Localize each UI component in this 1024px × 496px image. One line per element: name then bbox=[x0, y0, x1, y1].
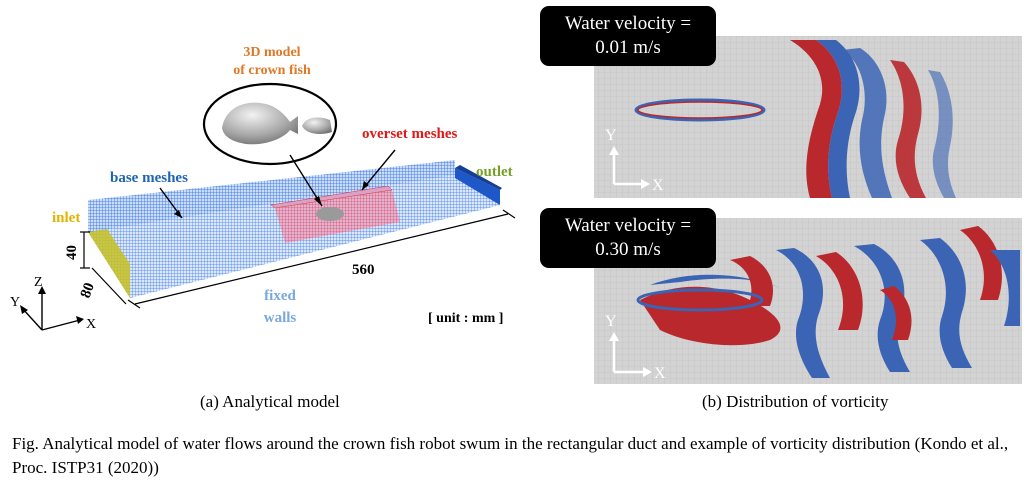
axis-y-arrow bbox=[20, 305, 28, 314]
velocity-label-1: Water velocity = 0.01 m/s bbox=[540, 6, 716, 66]
overset-pointer bbox=[361, 149, 396, 191]
caption-analytical-model: (a) Analytical model bbox=[200, 392, 340, 411]
fish-label-line1: 3D model bbox=[243, 45, 300, 60]
fish-in-duct bbox=[316, 207, 344, 221]
velocity-label-2: Water velocity = 0.30 m/s bbox=[540, 208, 716, 268]
panel-1-vortex-blue-2 bbox=[842, 48, 892, 198]
fish-model-tail bbox=[302, 117, 332, 134]
panel-2-vortex-red-2 bbox=[730, 256, 774, 306]
velocity-label-2-line2: 0.30 m/s bbox=[595, 239, 661, 260]
panel-1-axis-x-label: X bbox=[652, 177, 664, 194]
panel-2-vortex-red-5 bbox=[960, 226, 1002, 300]
panel-2-vortex-blue-1 bbox=[650, 274, 780, 288]
panel-2-axis-x-label: X bbox=[654, 365, 666, 382]
fixed-walls-label-line2: walls bbox=[264, 310, 297, 326]
panel-1-vortex-red-2 bbox=[890, 60, 926, 198]
panel-1-axis-y-label: Y bbox=[605, 127, 617, 144]
velocity-label-1-line1: Water velocity = bbox=[564, 13, 692, 34]
length-tick-left bbox=[127, 299, 141, 309]
width-dimension-line bbox=[91, 267, 127, 305]
panel-1-vortex-blue-3 bbox=[928, 70, 956, 198]
velocity-label-2-line1: Water velocity = bbox=[564, 215, 692, 236]
length-tick-right bbox=[502, 209, 516, 219]
panel-1-fish-outline bbox=[634, 98, 766, 122]
axis-x-arrow bbox=[76, 316, 84, 324]
caption-vorticity: (b) Distribution of vorticity bbox=[702, 392, 889, 411]
unit-label: [ unit : mm ] bbox=[428, 311, 503, 326]
panel-2-axis-x-arrow bbox=[643, 367, 652, 377]
panel-1-vortex-blue-1 bbox=[816, 40, 860, 198]
callout-arrowhead bbox=[314, 196, 322, 206]
base-meshes-label: base meshes bbox=[110, 170, 188, 186]
axis-x-line bbox=[41, 319, 81, 331]
overset-arrowhead bbox=[362, 181, 369, 190]
base-arrowhead bbox=[174, 210, 182, 218]
panel-2-axis-y-label: Y bbox=[605, 313, 617, 330]
panel-1-fish-inner bbox=[637, 101, 763, 119]
width-dimension-label: 80 bbox=[78, 281, 98, 301]
axis-x-label: X bbox=[86, 317, 96, 332]
panel-1-axis-y-arrow bbox=[609, 146, 619, 155]
panel-2-axis-y-arrow bbox=[609, 332, 619, 341]
fixed-walls-label-line1: fixed bbox=[264, 288, 296, 304]
panel-2-vortex-red-4 bbox=[880, 286, 912, 340]
outlet-label: outlet bbox=[476, 164, 513, 180]
panel-2-vortex-red-1 bbox=[640, 286, 781, 346]
velocity-label-1-line2: 0.01 m/s bbox=[595, 37, 661, 58]
outlet-face-top bbox=[455, 165, 502, 190]
axis-y-label: Y bbox=[10, 295, 20, 310]
overset-mesh-top bbox=[270, 185, 393, 209]
length-dimension-label: 560 bbox=[352, 262, 375, 278]
panel-1-vortex-red-1 bbox=[790, 40, 842, 198]
panel-2-vortex-blue-4 bbox=[920, 238, 972, 368]
axis-z-label: Z bbox=[34, 275, 43, 290]
panel-2-fish-outline bbox=[636, 288, 764, 312]
length-dimension-line bbox=[134, 213, 509, 305]
panel-2-vortex-blue-2 bbox=[776, 248, 830, 378]
overset-meshes-label: overset meshes bbox=[362, 126, 458, 142]
axis-z-arrow bbox=[38, 286, 46, 294]
panel-1-axis-x-arrow bbox=[641, 179, 650, 189]
analytical-model-diagram: 3D model of crown fish overset meshes ba… bbox=[10, 45, 516, 332]
panel-2-vortex-red-3 bbox=[816, 252, 863, 330]
figure-caption: Fig. Analytical model of water flows aro… bbox=[12, 434, 1009, 477]
height-dimension-label: 40 bbox=[64, 245, 80, 260]
inlet-label: inlet bbox=[52, 210, 80, 226]
fish-model-body bbox=[222, 102, 298, 145]
outlet-face bbox=[455, 168, 500, 205]
fish-label-line2: of crown fish bbox=[233, 63, 311, 78]
panel-2-vortex-blue-5 bbox=[990, 250, 1020, 326]
